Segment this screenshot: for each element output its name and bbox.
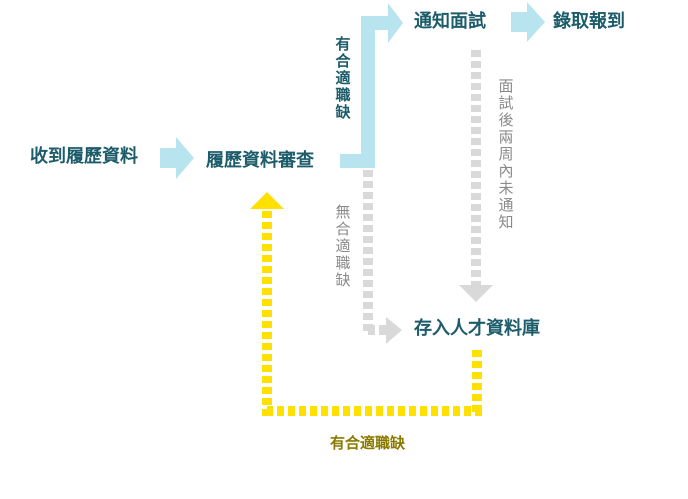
arrow-receive-to-review xyxy=(160,137,194,179)
label-suitable-opening: 有合適職缺 xyxy=(335,35,351,121)
node-interview-notice: 通知面試 xyxy=(414,11,486,32)
arrow-interview-to-hire xyxy=(511,2,545,42)
node-talent-pool: 存入人才資料庫 xyxy=(414,318,540,339)
arrow-interview-to-pool xyxy=(459,50,493,302)
arrow-pool-to-review xyxy=(250,192,482,416)
arrow-review-to-interview xyxy=(340,3,403,168)
node-receive-resume: 收到履歷資料 xyxy=(30,146,138,167)
label-suitable-opening-bottom: 有合適職缺 xyxy=(330,434,406,452)
node-hire-report: 錄取報到 xyxy=(553,11,625,32)
arrow-review-to-pool xyxy=(363,170,402,344)
label-no-notice-two-weeks: 面試後兩周內未通知 xyxy=(498,77,514,231)
label-no-suitable-opening: 無合適職缺 xyxy=(335,203,351,289)
node-resume-review: 履歷資料審查 xyxy=(206,150,314,171)
